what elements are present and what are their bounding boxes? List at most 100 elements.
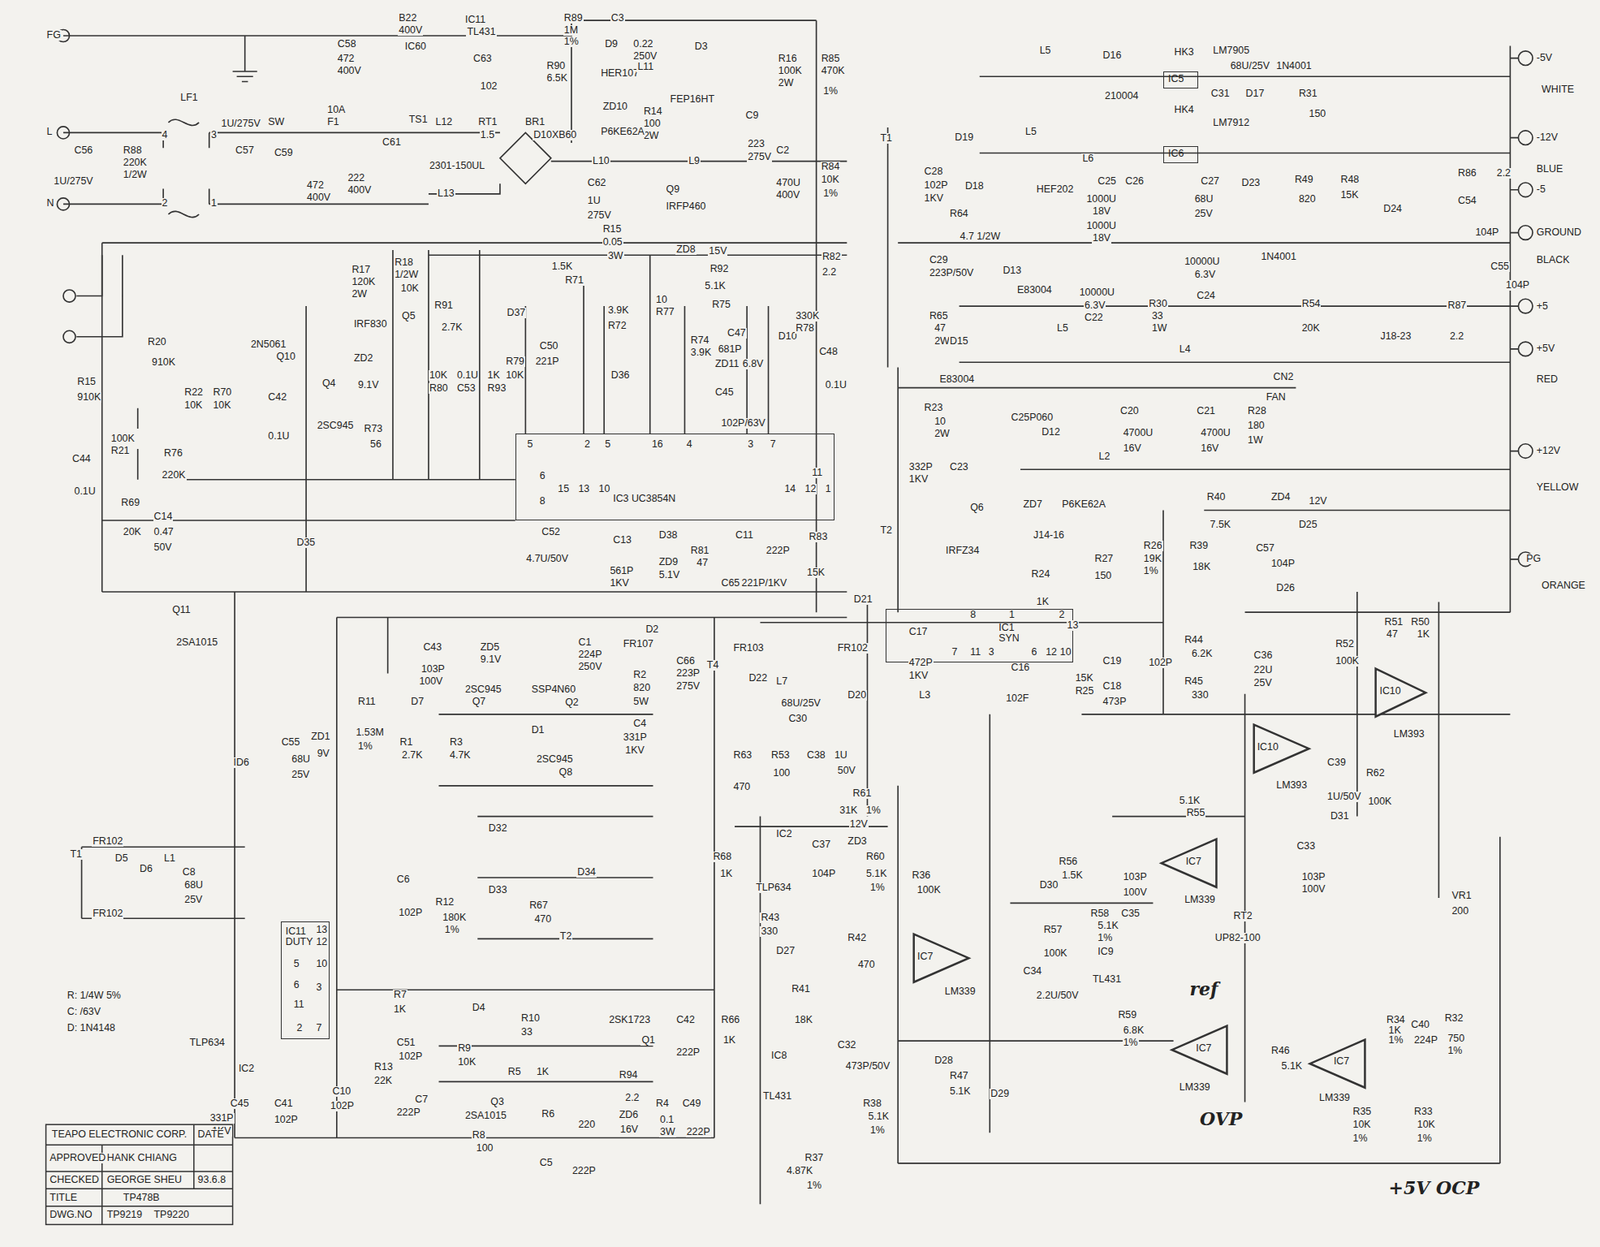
component-label: 103P <box>1122 871 1148 883</box>
component-label: 250V <box>577 661 603 673</box>
component-label: 222P <box>685 1126 712 1138</box>
component-label: L5 <box>1039 45 1053 57</box>
component-label: D24 <box>1382 203 1403 215</box>
component-label: 25V <box>183 894 203 906</box>
component-label: 750 <box>1446 1033 1466 1044</box>
component-label: 15V <box>707 245 728 257</box>
component-label: 2SK1723 <box>608 1014 652 1026</box>
component-label: 1KV <box>923 193 945 204</box>
component-label: D35 <box>296 537 317 548</box>
component-label: 223P <box>675 668 701 679</box>
component-label: 5.1K <box>703 280 727 292</box>
component-label: SSP4N60 <box>530 684 577 695</box>
component-label: D23 <box>1241 177 1262 189</box>
component-label: 10 <box>598 483 612 495</box>
component-label: TLP634 <box>189 1037 226 1048</box>
component-label: D32 <box>487 823 509 834</box>
component-label: D1 <box>530 724 546 736</box>
component-label: TP9219 <box>106 1209 143 1221</box>
component-label: 102P/63V <box>720 418 766 429</box>
component-label: D37 <box>505 307 527 319</box>
component-label: L <box>46 126 54 138</box>
component-label: R68 <box>711 851 733 863</box>
component-label: R86 <box>1457 168 1478 179</box>
component-label: 10K <box>400 283 420 294</box>
component-label: 1K <box>487 370 501 381</box>
component-label: 470 <box>533 914 553 925</box>
component-label: 2 <box>1058 609 1066 621</box>
component-label: 10 <box>1059 646 1073 658</box>
component-label: 10K <box>820 174 841 186</box>
component-label: 5W <box>632 696 650 708</box>
component-label: 222 <box>346 172 366 184</box>
component-label: R54 <box>1301 298 1322 310</box>
component-label: 2 <box>583 439 591 450</box>
component-label: 3 <box>746 439 755 450</box>
component-label: 1000U <box>1085 220 1117 232</box>
component-label: D13 <box>1001 265 1023 277</box>
component-label: C32 <box>836 1039 858 1051</box>
component-label: R7 <box>392 989 408 1001</box>
component-label: C45 <box>714 387 735 398</box>
component-label: 820 <box>1298 194 1317 205</box>
component-label: R50 <box>1410 616 1431 628</box>
part-name: IC7 <box>1185 856 1202 867</box>
component-label: 400V <box>346 185 372 196</box>
component-label: R57 <box>1043 924 1064 936</box>
component-label: R15 <box>602 224 623 235</box>
component-label: 56 <box>369 439 383 450</box>
component-label: P6KE62A <box>599 126 646 138</box>
component-label: 100V <box>1301 884 1327 895</box>
component-label: 220K <box>122 157 148 169</box>
component-label: 16 <box>651 439 665 450</box>
component-label: 1.53M <box>354 727 384 738</box>
component-label: R63 <box>733 750 754 761</box>
component-label: 2W <box>933 336 951 347</box>
component-label: 472P <box>908 657 934 669</box>
component-label: 10K <box>183 400 203 411</box>
component-label: C33 <box>1295 840 1316 852</box>
component-label: R92 <box>709 263 730 275</box>
component-label: R46 <box>1270 1045 1291 1057</box>
component-label: 25V <box>1253 677 1273 689</box>
component-label: C52 <box>540 526 561 538</box>
component-label: R41 <box>790 983 811 995</box>
component-label: 50V <box>836 765 857 777</box>
component-label: C17 <box>908 626 929 638</box>
component-label: D34 <box>576 866 597 878</box>
component-label: R1 <box>398 737 414 748</box>
component-label: 15K <box>1339 189 1359 201</box>
component-label: 1K <box>535 1066 550 1078</box>
component-label: TEAPO ELECTRONIC CORP. <box>51 1129 188 1140</box>
component-label: R22 <box>183 387 204 398</box>
component-label: 1% <box>822 188 839 199</box>
component-label: R74 <box>690 335 711 346</box>
component-label: L1 <box>163 853 177 864</box>
component-label: CHECKED <box>48 1174 100 1186</box>
component-label: 150 <box>1094 570 1113 582</box>
component-label: R3 <box>448 737 464 748</box>
component-label: C34 <box>1022 966 1044 977</box>
component-label: ZD6 <box>618 1109 639 1121</box>
component-label: C42 <box>675 1014 696 1026</box>
component-label: PG <box>1525 553 1542 565</box>
component-label: 22K <box>373 1075 393 1087</box>
component-label: 1K <box>1035 596 1050 608</box>
component-label: R45 <box>1183 676 1204 687</box>
component-label: R81 <box>690 545 711 557</box>
component-label: R53 <box>770 750 791 761</box>
component-label: ZD2 <box>353 353 374 364</box>
component-label: C42 <box>267 392 288 403</box>
component-label: 2W <box>350 288 368 300</box>
component-label: 470U <box>775 177 802 189</box>
component-label: BR1 <box>524 116 546 128</box>
component-label: 150 <box>1307 108 1327 120</box>
component-label: 15K <box>1074 672 1095 684</box>
component-label: R36 <box>911 870 932 881</box>
component-label: ZD3 <box>846 836 867 847</box>
component-label: 0.1U <box>267 431 290 442</box>
component-label: 100K <box>110 433 136 445</box>
component-label: C6 <box>396 874 411 885</box>
part-name: IC10 <box>1257 741 1279 753</box>
component-label: R66 <box>720 1014 741 1026</box>
